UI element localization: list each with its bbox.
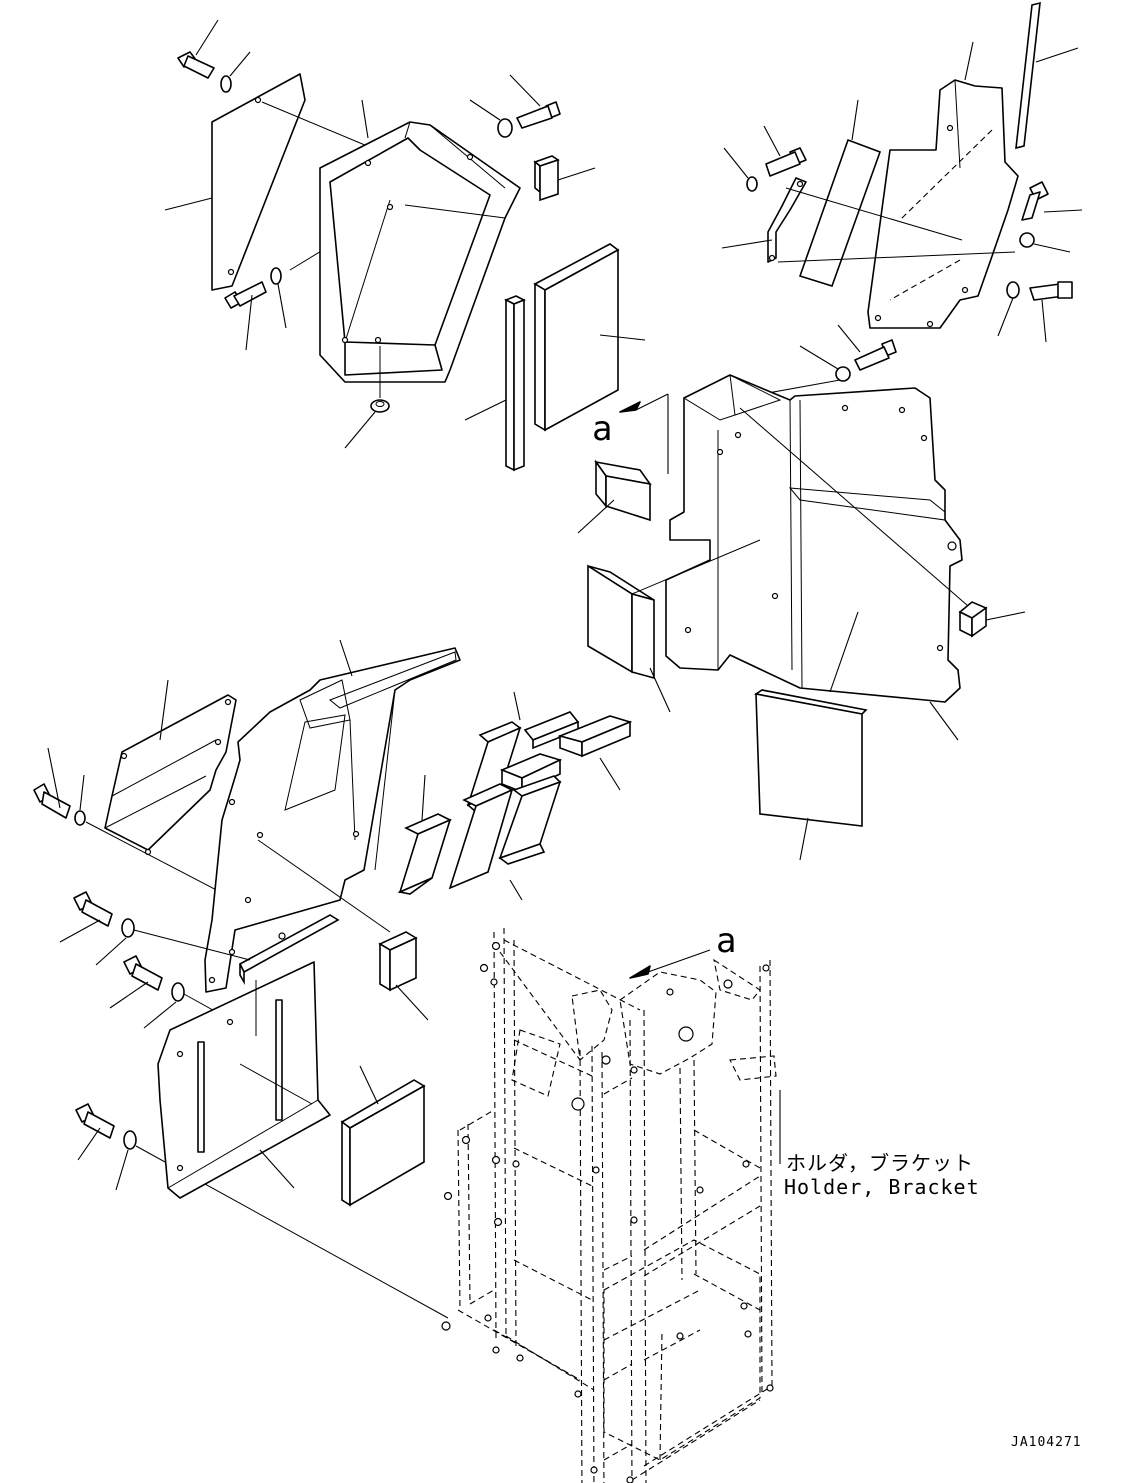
callout-japanese: ホルダ，ブラケット [786, 1151, 974, 1175]
view-label-a-frame: a [716, 921, 736, 961]
washer-top-center [469, 99, 513, 138]
strip-middle-left [238, 914, 340, 986]
top-right-assembly [721, 1, 1083, 343]
drawing-code: JA104271 [1011, 1435, 1082, 1450]
bolt-left-1 [59, 891, 113, 943]
pad-top-right [798, 99, 882, 287]
frame-crossmembers [457, 939, 773, 1481]
washer-left-3 [115, 1130, 137, 1191]
bolt-middle-left [33, 747, 71, 819]
large-pad-bottom-right [753, 611, 868, 861]
frame-holder-bracket: a [441, 921, 781, 1483]
view-label-a-top: a [592, 409, 612, 449]
frame-bottom-plate [603, 1239, 761, 1461]
frame-fasteners [441, 941, 774, 1483]
lower-plate-middle-left [157, 961, 331, 1199]
washer-middle-right [799, 345, 851, 382]
pad-lower-middle [340, 1065, 426, 1207]
main-panel-middle-left [204, 639, 461, 993]
washer-lower-left [270, 267, 287, 329]
cover-plate-top-left [164, 73, 306, 291]
small-pad-top [533, 155, 596, 202]
bracket-top-right [721, 177, 807, 263]
frame-uprights [457, 927, 773, 1483]
washer-middle-left [74, 774, 86, 826]
washer-top-left [220, 51, 251, 93]
bolt-middle-right [837, 324, 897, 371]
bolt-top-right-3 [1029, 281, 1073, 343]
box-duct-top-left [319, 99, 521, 383]
seal-bar-vertical [464, 295, 526, 472]
cover-top-right [867, 41, 1019, 329]
nut-under-duct [344, 346, 390, 449]
bolt-top-right-1 [763, 125, 807, 177]
holder-bracket-callout: ホルダ，ブラケット Holder, Bracket [784, 1151, 980, 1199]
washer-top-right-1 [723, 147, 758, 192]
bolt-top-right-2 [1021, 181, 1083, 221]
bolt-left-2 [109, 955, 163, 1009]
square-pad-middle [587, 539, 761, 713]
pad-cluster [397, 691, 633, 901]
bolt-lower-left [224, 281, 267, 351]
washer-top-right-3 [997, 281, 1020, 337]
small-pad-middle-2 [378, 931, 429, 1021]
seal-strip-top-right [1015, 1, 1079, 150]
small-pad-middle-1 [577, 459, 652, 534]
top-left-assembly [164, 19, 646, 472]
cover-plate-middle-left [104, 679, 237, 856]
callout-english: Holder, Bracket [784, 1175, 980, 1199]
washer-left-1 [95, 918, 135, 966]
small-pad-right [958, 601, 1026, 638]
main-guard-middle-right [665, 374, 963, 741]
view-arrow-a-frame: a [629, 921, 736, 979]
holder-bracket-detail [511, 958, 777, 1097]
middle-right-assembly: a [577, 324, 1026, 861]
large-pad-top [533, 243, 646, 432]
washer-top-right-2 [1019, 232, 1071, 253]
bolt-top-center [509, 74, 561, 129]
middle-left-assembly [33, 639, 633, 1319]
bolt-top-left [177, 19, 219, 79]
bolt-left-3 [75, 1103, 115, 1161]
view-arrow-a-top: a [592, 393, 669, 474]
washer-left-2 [143, 982, 185, 1029]
